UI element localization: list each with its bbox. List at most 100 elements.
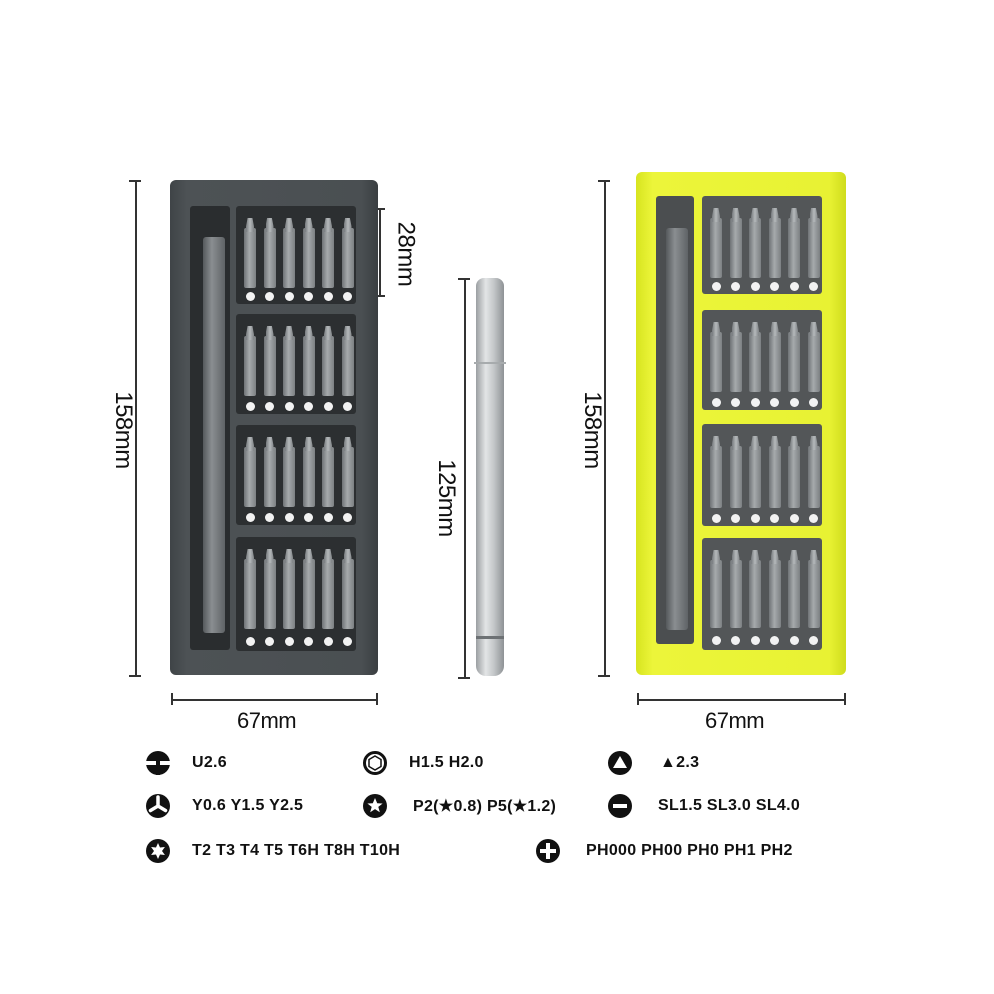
legend-text-hex: H1.5 H2.0 (409, 754, 484, 771)
dark-bit-4-4 (302, 549, 315, 629)
yellow-width-label: 67mm (705, 708, 765, 733)
bit-tip (712, 208, 720, 222)
legend-item-phillips: PH000 PH00 PH0 PH1 PH2 (536, 839, 793, 863)
dark-bit-mark-2-4 (304, 402, 313, 411)
bit-tip (246, 218, 254, 232)
yellow-bit-3-6 (807, 436, 820, 508)
dark-bit-mark-4-4 (304, 637, 313, 646)
dark-bit-mark-4-3 (284, 637, 294, 646)
bit-length-cap-bottom (373, 295, 385, 297)
bit-tip (285, 218, 293, 232)
driver-length-cap-bottom (458, 677, 470, 679)
driver-length-dimension-line (464, 278, 466, 678)
yellow-bit-1-5 (788, 208, 800, 278)
dark-bit-mark-1-6 (343, 292, 352, 301)
bit-tip (324, 326, 332, 340)
yellow-bit-mark-1-2 (731, 282, 740, 291)
yellow-bit-mark-4-3 (750, 636, 760, 645)
wand-ring (476, 636, 504, 639)
dark-height-cap-top (129, 180, 141, 182)
dark-bit-mark-2-3 (284, 402, 294, 411)
bit-tip (265, 549, 274, 563)
yellow-bit-4-2 (729, 550, 742, 628)
dark-height-dimension-line (135, 180, 137, 676)
wand-shoulder (474, 362, 506, 364)
yellow-bit-mark-2-1 (711, 398, 721, 407)
dark-bit-2-1 (244, 326, 256, 396)
bit-tip (304, 549, 313, 563)
bit-tip (343, 326, 352, 340)
bit-tip (731, 208, 740, 222)
dark-bit-1-3 (283, 218, 295, 288)
bit-tip (790, 550, 798, 564)
bit-tip (790, 322, 798, 336)
dark-bit-tray-3 (236, 425, 356, 525)
yellow-bit-mark-3-2 (731, 514, 740, 523)
dark-width-cap-right (376, 693, 378, 705)
yellow-bit-mark-2-3 (750, 398, 760, 407)
dark-height-cap-bottom (129, 675, 141, 677)
dark-bit-1-4 (302, 218, 315, 288)
dark-bit-2-2 (263, 326, 276, 396)
yellow-bit-2-3 (749, 322, 761, 392)
legend-text-torx: T2 T3 T4 T5 T6H T8H T10H (192, 842, 401, 859)
dark-bit-mark-4-2 (265, 637, 274, 646)
yellow-bit-tray-4 (702, 538, 822, 650)
yellow-bit-1-3 (749, 208, 761, 278)
dark-bit-1-5 (322, 218, 334, 288)
yellow-bit-2-4 (768, 322, 781, 392)
yellow-bit-3-3 (749, 436, 761, 508)
legend-text-slotted: SL1.5 SL3.0 SL4.0 (658, 797, 801, 814)
yellow-bit-2-1 (710, 322, 722, 392)
bit-tip (343, 437, 352, 451)
yellow-case-driver (666, 228, 688, 630)
yellow-bit-mark-2-2 (731, 398, 740, 407)
yellow-bit-3-4 (768, 436, 781, 508)
dark-bit-2-5 (322, 326, 334, 396)
yellow-width-dimension-line (637, 699, 845, 701)
bit-tip (809, 550, 818, 564)
yellow-bit-tray-2 (702, 310, 822, 410)
yellow-bit-2-2 (729, 322, 742, 392)
yellow-height-dimension-line (604, 180, 606, 676)
driver-length-cap-top (458, 278, 470, 280)
yellow-bit-mark-2-5 (789, 398, 799, 407)
bit-tip (712, 436, 720, 450)
bit-tip (809, 322, 818, 336)
slotted-icon (608, 794, 632, 818)
bit-tip (324, 437, 332, 451)
yellow-bit-1-1 (710, 208, 722, 278)
bit-length-label: 28mm (392, 221, 420, 287)
bit-tip (731, 550, 740, 564)
yellow-bit-mark-1-1 (711, 282, 721, 291)
yellow-bit-tray-3 (702, 424, 822, 526)
dark-bit-4-2 (263, 549, 276, 629)
dark-bit-mark-1-1 (245, 292, 255, 301)
yellow-case (636, 172, 846, 675)
dark-width-cap-left (171, 693, 173, 705)
legend-item-triangle: ▲2.3 (608, 751, 699, 775)
yellow-bit-4-1 (710, 550, 722, 628)
bit-tip (731, 322, 740, 336)
dark-bit-mark-1-3 (284, 292, 294, 301)
dark-width-dimension-line (171, 699, 377, 701)
bit-tip (265, 437, 274, 451)
bit-tip (790, 208, 798, 222)
dark-bit-mark-2-1 (245, 402, 255, 411)
dark-bit-2-6 (341, 326, 354, 396)
yellow-bit-mark-3-1 (711, 514, 721, 523)
legend-item-tri-wing: Y0.6 Y1.5 Y2.5 (146, 794, 303, 818)
yellow-bit-mark-4-4 (770, 636, 779, 645)
bit-tip (285, 326, 293, 340)
bit-tip (304, 326, 313, 340)
yellow-bit-mark-3-3 (750, 514, 760, 523)
dark-bit-1-6 (341, 218, 354, 288)
bit-tip (809, 208, 818, 222)
legend-text-triangle: ▲2.3 (660, 754, 700, 771)
bit-tip (712, 322, 720, 336)
bit-tip (751, 436, 759, 450)
dark-bit-mark-3-2 (265, 513, 274, 522)
dark-bit-mark-2-5 (323, 402, 333, 411)
legend-item-u: U2.6 (146, 751, 227, 775)
dark-bit-3-4 (302, 437, 315, 507)
